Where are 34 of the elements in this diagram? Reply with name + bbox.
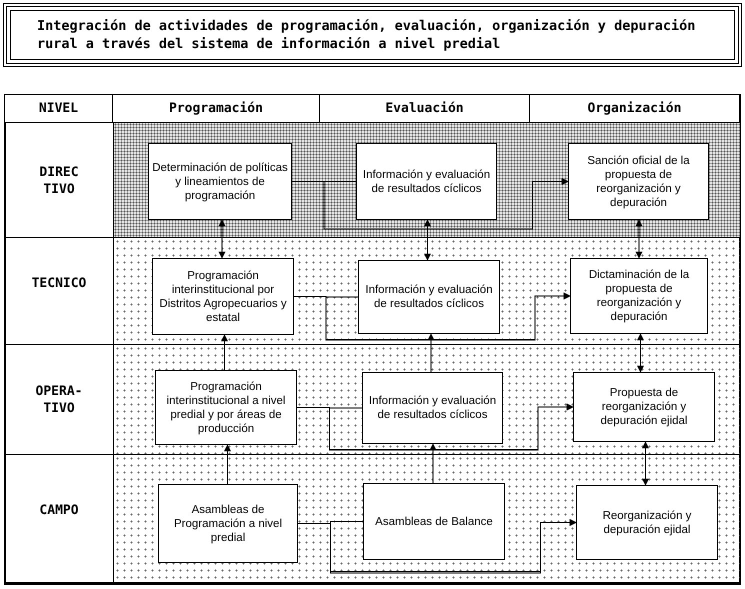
arrow (636, 219, 642, 259)
process-box: Programación interinstitucional por Distritos Agropecuarios y estatal (152, 258, 294, 335)
swimlane (5, 238, 740, 345)
column-header: Organización (530, 95, 740, 123)
arrow (224, 444, 231, 484)
process-box: Sanción oficial de la propuesta de reorganización y depuración (568, 143, 709, 220)
column-header: Evaluación (320, 95, 530, 123)
process-box: Información y evaluación de resultados cíclicos (358, 260, 500, 334)
row-label: CAMPO (38, 502, 80, 519)
arrow (424, 219, 431, 261)
arrow (218, 219, 226, 259)
process-box: Asambleas de Balance (363, 483, 505, 560)
row-label: OPERA- TIVO (34, 383, 84, 417)
arrow (428, 333, 434, 372)
swimlane (5, 345, 740, 455)
swimlane (5, 123, 740, 238)
arrow (221, 334, 228, 370)
title: Integración de actividades de programación, evaluación, organización y depuración rural a través del sistema de información a nivel predial (3, 3, 742, 67)
process-box: Asambleas de Programación a nivel predial (158, 484, 298, 563)
column-header: NIVEL (5, 95, 113, 123)
arrow (430, 443, 436, 484)
row-label: DIREC TIVO (38, 164, 80, 198)
process-box: Información y evaluación de resultados cíclicos (356, 143, 497, 220)
row-label: TECNICO (30, 274, 88, 292)
swimlane (5, 455, 740, 583)
arrow (637, 333, 644, 373)
process-box: Programación interinstitucional a nivel predial y por áreas de producción (155, 370, 297, 445)
process-box: Determinación de políticas y lineamientos de programación (148, 143, 292, 220)
process-box: Información y evaluación de resultados cíclicos (362, 372, 503, 444)
column-header: Programación (113, 95, 320, 123)
process-box: Propuesta de reorganización y depuración ejidal (573, 372, 715, 442)
arrow (642, 441, 649, 486)
process-box: Dictaminación de la propuesta de reorganización y depuración (570, 258, 708, 334)
process-box: Reorganización y depuración ejidal (576, 485, 718, 560)
